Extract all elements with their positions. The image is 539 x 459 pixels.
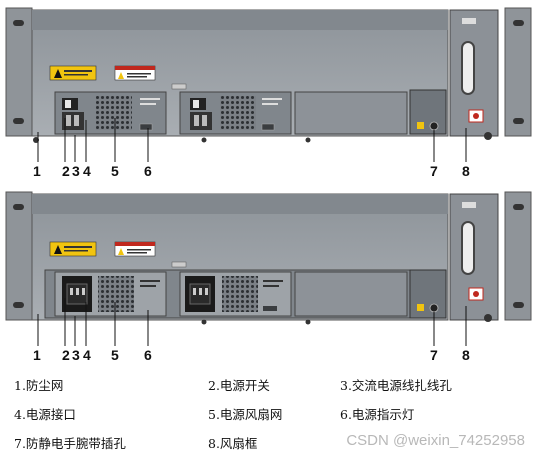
callout-5: 5	[111, 347, 119, 363]
watermark: CSDN @weixin_74252958	[346, 432, 525, 449]
legend-item-7: 7.防静电手腕带插孔	[14, 436, 126, 451]
ac-power-module-1	[54, 271, 167, 317]
legend-item-3: 3.交流电源线扎线孔	[340, 378, 452, 393]
callout-2: 2	[62, 347, 70, 363]
chassis-top-drawing	[5, 7, 532, 162]
esd-module	[409, 89, 447, 135]
rack-ear-left	[5, 7, 33, 137]
legend-item-2: 2.电源开关	[208, 378, 270, 393]
blank-panel	[294, 91, 408, 135]
callout-5: 5	[111, 163, 119, 179]
callout-4: 4	[83, 347, 91, 363]
callout-lines-top	[37, 118, 467, 162]
caution-label	[49, 241, 97, 257]
rack-ear-right	[504, 191, 532, 321]
chassis-rear-view-bottom: 1 2 3 4 5 6 7 8	[0, 184, 539, 363]
chassis-bottom-drawing	[5, 191, 532, 346]
esd-module	[409, 269, 447, 319]
callout-3: 3	[72, 347, 80, 363]
callout-1: 1	[33, 347, 41, 363]
legend-item-6: 6.电源指示灯	[340, 407, 415, 422]
callout-7: 7	[430, 347, 438, 363]
ac-power-module-2	[179, 271, 292, 317]
callout-1: 1	[33, 163, 41, 179]
legend-item-1: 1.防尘网	[14, 378, 64, 393]
fan-tray	[449, 193, 499, 322]
chassis-rear-view-top: 1 2 3 4 5 6 7 8	[0, 0, 539, 179]
callout-6: 6	[144, 347, 152, 363]
fan-tray	[449, 9, 499, 140]
rack-ear-right	[504, 7, 532, 137]
callout-8: 8	[462, 347, 470, 363]
legend-item-4: 4.电源接口	[14, 407, 76, 422]
danger-label	[114, 241, 156, 257]
callout-lines-bottom	[37, 298, 467, 346]
callout-7: 7	[430, 163, 438, 179]
legend-item-5: 5.电源风扇网	[208, 407, 283, 422]
callout-4: 4	[83, 163, 91, 179]
power-module-1	[54, 91, 167, 135]
blank-panel	[294, 271, 408, 317]
legend-item-8: 8.风扇框	[208, 436, 258, 451]
callout-2: 2	[62, 163, 70, 179]
caution-label	[49, 65, 97, 81]
rack-ear-left	[5, 191, 33, 321]
power-module-2	[179, 91, 292, 135]
danger-label	[114, 65, 156, 81]
callout-3: 3	[72, 163, 80, 179]
callout-8: 8	[462, 163, 470, 179]
callout-6: 6	[144, 163, 152, 179]
